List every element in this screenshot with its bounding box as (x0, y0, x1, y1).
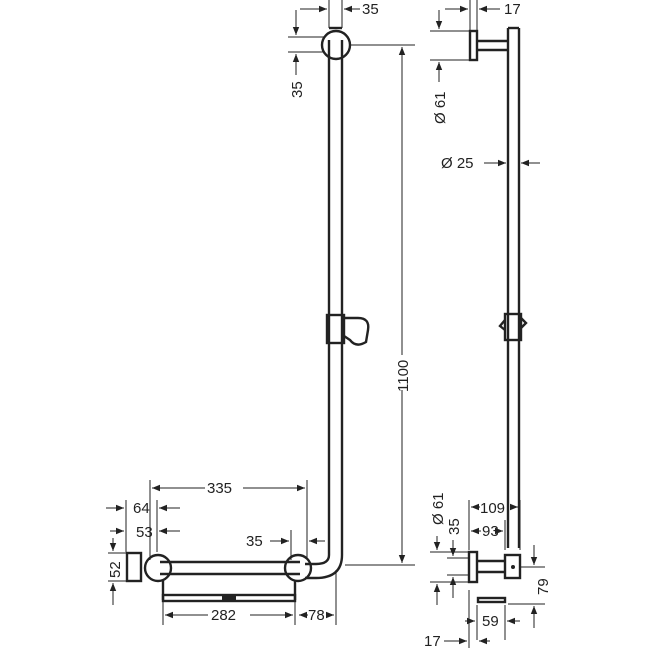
dim-bottom-rose-depth: 17 (424, 633, 441, 650)
left-wall-rose (143, 553, 173, 583)
dim-bottom-height: 79 (535, 578, 552, 595)
dim-bottom-rose-offset: 35 (446, 518, 463, 535)
right-wall-rose (283, 553, 313, 583)
dim-top-rose-depth: 17 (504, 1, 521, 18)
dim-top-rail-width: 35 (362, 1, 379, 18)
dim-wall-rose-width: 64 (133, 500, 150, 517)
dim-shelf-depth: 59 (482, 613, 499, 630)
dim-bottom-rose-diameter: Ø 61 (430, 492, 447, 525)
wall-bracket (125, 551, 143, 583)
side-shelf (476, 596, 507, 604)
dim-horizontal-length: 335 (207, 480, 232, 497)
dim-top-rose-offset: 35 (289, 81, 306, 98)
dim-rail-diameter: Ø 25 (441, 155, 474, 172)
front-view: 35 35 1100 335 64 53 52 (106, 0, 415, 625)
dim-shelf-length: 282 (211, 607, 236, 624)
side-top-rose (468, 29, 479, 62)
dim-corner-offset: 78 (308, 607, 325, 624)
side-view: 17 Ø 61 Ø 25 109 93 Ø 61 35 (424, 0, 552, 650)
dim-height: 1100 (395, 360, 412, 392)
dim-lower-rose-offset: 35 (246, 533, 263, 550)
side-bottom-rose (467, 550, 479, 584)
slider (325, 313, 346, 345)
dim-bottom-depth-inner: 93 (482, 523, 499, 540)
shower-holder-icon (343, 316, 370, 346)
dim-top-rose-diameter: Ø 61 (432, 91, 449, 124)
dim-wall-rose-height: 52 (107, 561, 124, 578)
dim-wall-rose-inner: 53 (136, 524, 153, 541)
top-wall-rose (320, 29, 352, 61)
side-bottom-bracket (503, 553, 522, 580)
dim-bottom-depth-total: 109 (480, 500, 505, 517)
